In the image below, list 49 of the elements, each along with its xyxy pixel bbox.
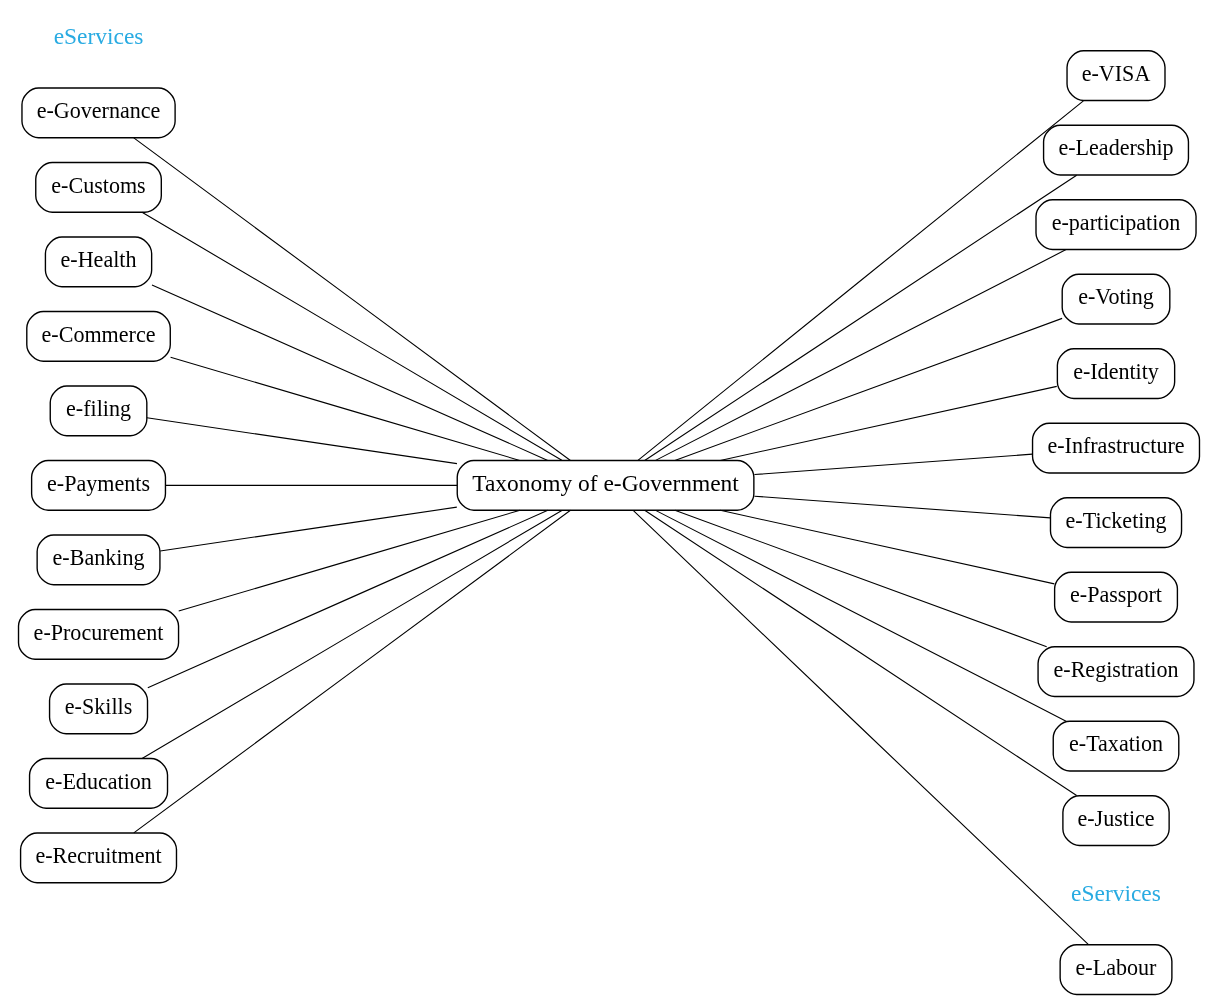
connector: [159, 506, 457, 552]
connector: [673, 509, 1047, 648]
connector: [632, 509, 1089, 945]
node-box: e-Labour: [1058, 944, 1173, 996]
connector: [719, 509, 1055, 585]
connector: [719, 385, 1057, 461]
connector: [636, 100, 1084, 461]
node-box: e-Infrastructure: [1031, 422, 1200, 474]
connector: [643, 509, 1077, 797]
connector: [146, 509, 548, 689]
connector: [164, 484, 458, 486]
node-box: e-Health: [44, 236, 152, 288]
connector: [169, 356, 520, 461]
node-box: e-Education: [28, 757, 168, 809]
connector: [654, 249, 1067, 461]
connector: [753, 495, 1051, 519]
node-box: e-Customs: [34, 161, 162, 213]
connector: [132, 509, 571, 834]
connector: [753, 453, 1033, 476]
connector: [145, 417, 457, 465]
node-box: e-Passport: [1053, 571, 1178, 623]
node-box: e-VISA: [1065, 50, 1166, 102]
node-box: e-Banking: [35, 534, 161, 586]
connector: [141, 211, 562, 461]
node-box: e-participation: [1034, 199, 1197, 251]
connector: [654, 509, 1067, 722]
node-box: e-Procurement: [17, 608, 179, 660]
node-box: e-Governance: [20, 87, 176, 139]
connector: [643, 174, 1077, 461]
node-box: e-Justice: [1061, 795, 1170, 847]
node-box: e-Identity: [1056, 348, 1175, 400]
connector: [673, 317, 1063, 461]
node-box: e-Registration: [1036, 646, 1195, 698]
node-box: Taxonomy of e-Government: [456, 459, 755, 511]
node-box: e-Payments: [30, 459, 166, 511]
node-box: e-filing: [49, 385, 147, 437]
node-box: e-Skills: [48, 683, 148, 735]
connector: [177, 509, 521, 612]
connector: [141, 509, 562, 760]
connector: [150, 284, 548, 461]
node-box: e-Leadership: [1042, 124, 1189, 176]
node-box: e-Taxation: [1052, 720, 1179, 772]
node-box: e-Voting: [1061, 273, 1170, 325]
label: eServices: [1070, 879, 1161, 906]
node-box: e-Commerce: [25, 310, 171, 362]
connector: [132, 137, 571, 461]
node-box: e-Ticketing: [1049, 497, 1182, 549]
node-box: e-Recruitment: [19, 832, 177, 884]
label: eServices: [53, 23, 143, 50]
